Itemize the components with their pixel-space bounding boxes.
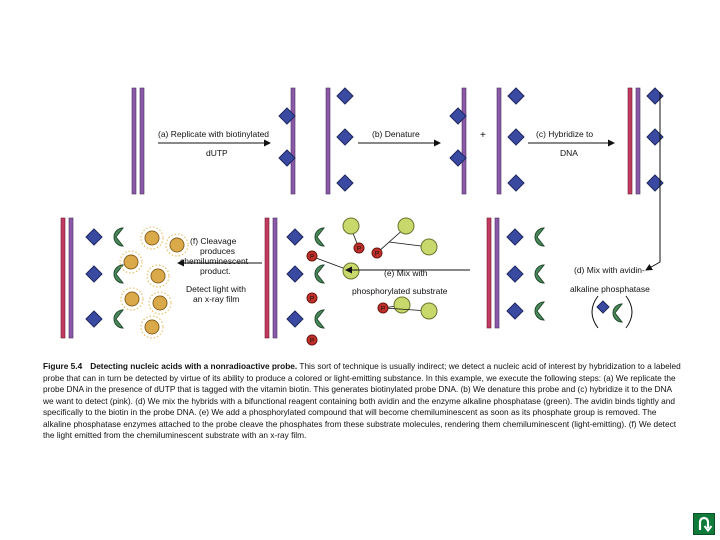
phosphate-group-icons: P P P P P P	[306, 242, 389, 346]
arrow-d-connector	[645, 92, 661, 271]
label-step-d-line2: alkaline phosphatase	[570, 284, 650, 294]
phosphate-icon: P	[306, 250, 318, 262]
phosphate-icon: P	[306, 334, 318, 346]
svg-text:P: P	[381, 306, 385, 313]
phosphate-icon: P	[377, 302, 389, 314]
figure-caption-body: This sort of technique is usually indire…	[43, 361, 681, 440]
label-step-e-line1: (e) Mix with	[384, 268, 428, 278]
stage-b-denatured-strand	[461, 87, 502, 195]
svg-text:P: P	[310, 338, 314, 345]
figure-number: Figure 5.4	[43, 361, 83, 371]
label-step-f-line5: Detect light with	[186, 284, 246, 294]
label-step-c-line1: (c) Hybridize to	[536, 129, 593, 139]
label-plus: +	[480, 130, 486, 141]
glowing-product-icon	[165, 233, 189, 257]
svg-text:P: P	[375, 251, 379, 258]
label-step-f-line4: product.	[200, 266, 231, 276]
label-step-a-line1: (a) Replicate with biotinylated	[158, 129, 269, 139]
label-step-a-line2: dUTP	[206, 148, 228, 158]
glowing-product-icon	[146, 264, 170, 288]
label-step-e-line2: phosphorylated substrate	[352, 286, 448, 296]
svg-text:P: P	[357, 246, 361, 253]
stage-f-complexes	[85, 227, 125, 329]
glowing-product-icon	[140, 226, 164, 250]
glowing-product-icon	[119, 250, 143, 274]
stage-c-hybrid	[627, 87, 641, 195]
stage-d-complexes	[506, 227, 546, 321]
stage-d-hybrid	[486, 217, 500, 329]
return-u-turn-icon	[698, 516, 713, 533]
glowing-product-icon	[140, 315, 164, 339]
stage-e-complexes	[286, 227, 326, 329]
stage-e-hybrid	[264, 217, 278, 339]
label-step-f-line3: chemiluminescent	[180, 256, 249, 266]
label-step-d-line1: (d) Mix with avidin-	[574, 265, 645, 275]
stage-a-biotinylated-strands	[290, 87, 331, 195]
svg-text:P: P	[310, 296, 314, 303]
phosphate-icon: P	[353, 242, 365, 254]
label-step-f-line6: an x-ray film	[193, 294, 239, 304]
label-step-b: (b) Denature	[372, 129, 420, 139]
stage-a-probe-dna	[131, 87, 145, 195]
phosphate-icon: P	[371, 247, 383, 259]
label-step-c-line2: DNA	[560, 148, 578, 158]
biotin-icon-group-top	[278, 87, 664, 192]
label-step-f-line1: (f) Cleavage	[190, 236, 237, 246]
label-step-f-line2: produces	[200, 246, 235, 256]
figure-title: Detecting nucleic acids with a nonradioa…	[90, 361, 298, 371]
chemiluminescent-product-icons	[119, 226, 189, 339]
return-nav-button[interactable]	[693, 513, 715, 535]
avidin-ap-reagent	[591, 295, 633, 329]
figure-caption: Figure 5.4 Detecting nucleic acids with a…	[43, 361, 683, 442]
phosphate-icon: P	[306, 292, 318, 304]
glowing-product-icon	[148, 291, 172, 315]
stage-f-hybrid	[60, 217, 74, 339]
glowing-product-icon	[120, 287, 144, 311]
svg-text:P: P	[310, 254, 314, 261]
